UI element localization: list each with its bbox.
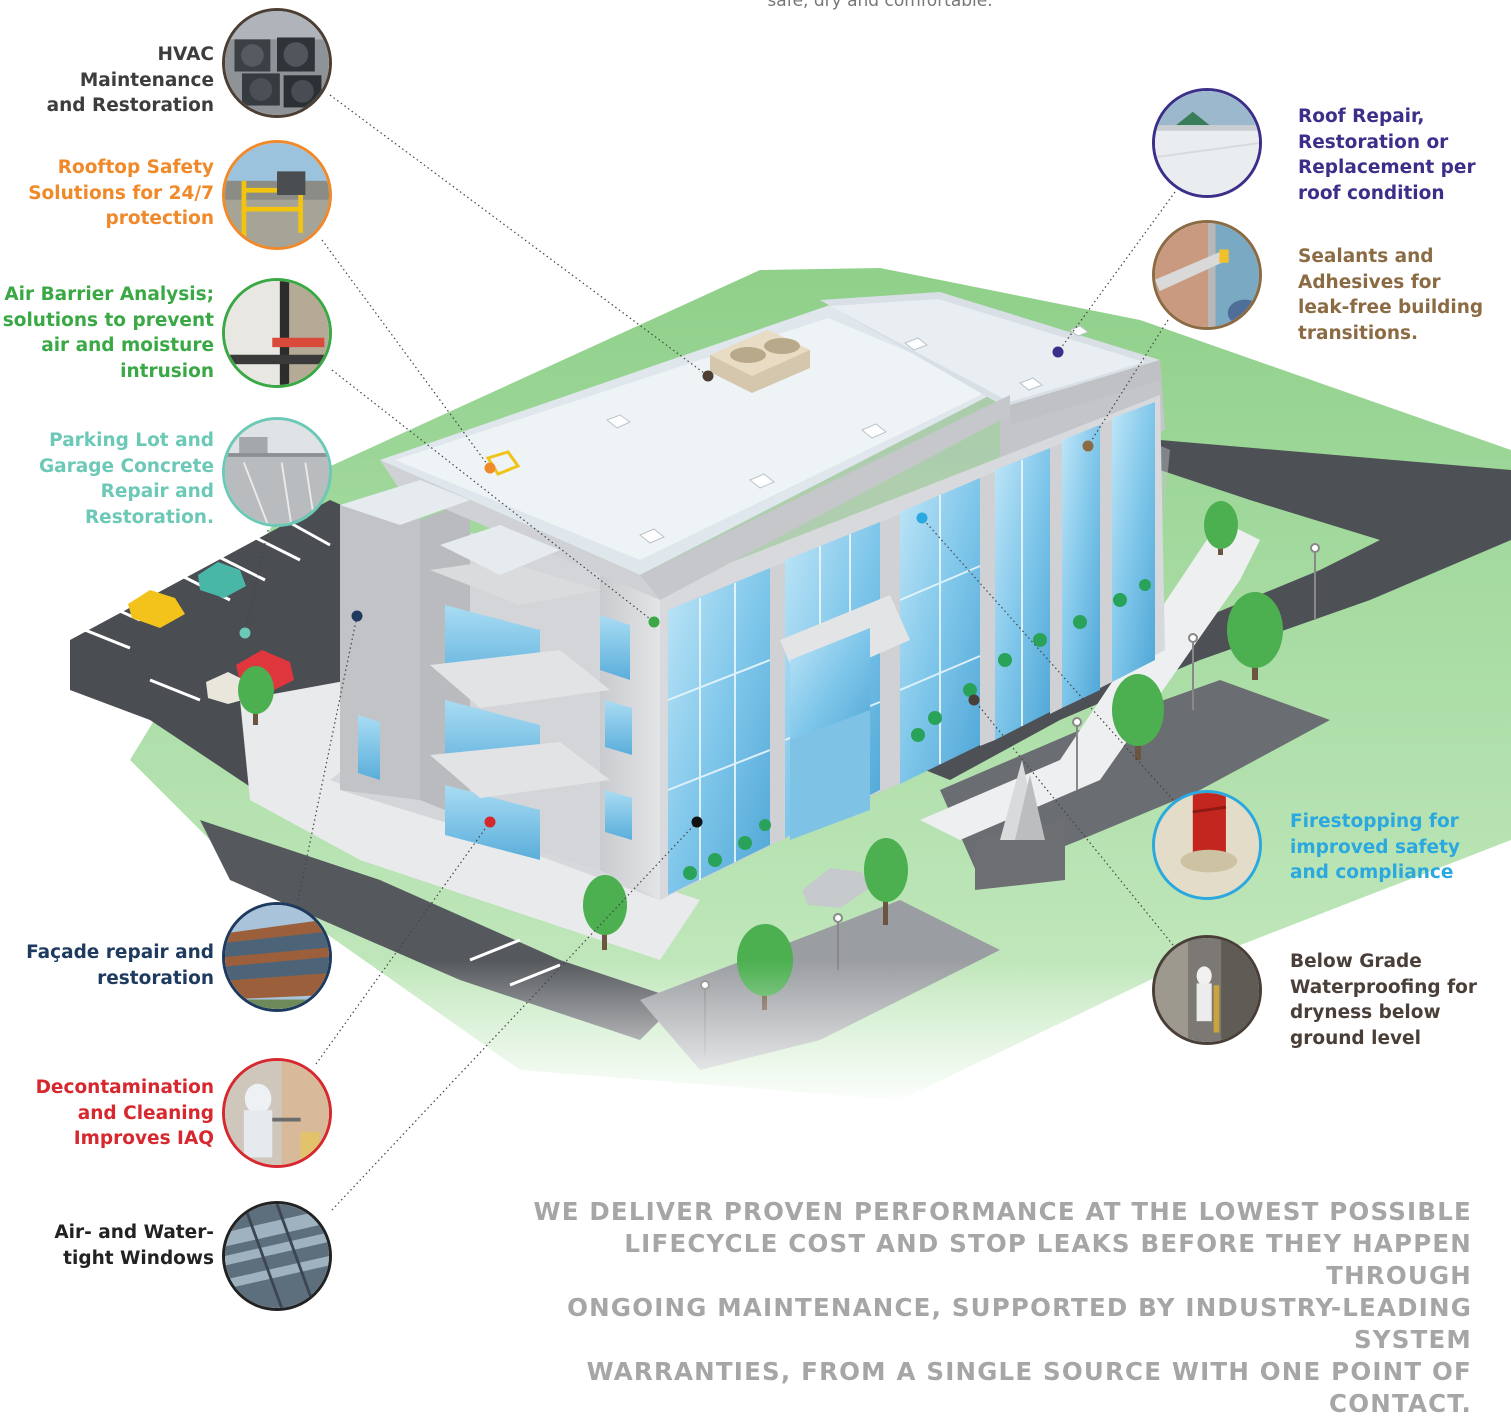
- cleaning-worker-photo-icon: [222, 1058, 332, 1168]
- hvac-units-photo-icon: [222, 8, 332, 118]
- dot-parking: [239, 627, 251, 639]
- plaza-sculpture: [975, 760, 1065, 890]
- label-decontamination: Decontamination and Cleaning Improves IA…: [35, 1077, 214, 1149]
- dot-decontamination: [484, 816, 496, 828]
- label-roof-repair: Roof Repair, Restoration or Replacement …: [1298, 106, 1476, 204]
- dot-hvac: [702, 370, 714, 382]
- main-building: [340, 292, 1165, 900]
- label-hvac: HVAC Maintenance and Restoration: [46, 44, 214, 116]
- building-illustration: [70, 94, 1511, 1211]
- label-firestopping: Firestopping for improved safety and com…: [1290, 811, 1460, 883]
- sealant-gun-photo-icon: [1152, 220, 1262, 330]
- dot-roof-repair: [1052, 346, 1064, 358]
- dot-windows: [691, 816, 703, 828]
- dot-rooftop-safety: [484, 462, 496, 474]
- label-rooftop-safety: Rooftop Safety Solutions for 24/7 protec…: [28, 157, 214, 229]
- dot-air-barrier: [648, 616, 660, 628]
- building-facade-photo-icon: [222, 902, 332, 1012]
- footer-statement: WE DELIVER PROVEN PERFORMANCE AT THE LOW…: [533, 1197, 1472, 1418]
- dot-sealants: [1082, 440, 1094, 452]
- parking-deck-photo-icon: [222, 417, 332, 527]
- basement-worker-photo-icon: [1152, 935, 1262, 1045]
- dot-firestopping: [916, 512, 928, 524]
- label-below-grade: Below Grade Waterproofing for dryness be…: [1290, 951, 1477, 1049]
- ground-fade: [200, 960, 1200, 1110]
- dot-facade: [351, 610, 363, 622]
- firestop-pipe-photo-icon: [1152, 790, 1262, 900]
- callout-dots: [239, 346, 1094, 828]
- label-sealants: Sealants and Adhesives for leak-free bui…: [1298, 246, 1484, 344]
- dot-below-grade: [968, 694, 980, 706]
- label-air-barrier: Air Barrier Analysis; solutions to preve…: [2, 284, 214, 382]
- label-windows: Air- and Water- tight Windows: [54, 1222, 214, 1269]
- intro-text-tail: safe, dry and comfortable.: [767, 0, 993, 11]
- window-panels-photo-icon: [222, 1201, 332, 1311]
- leader-lines: [244, 94, 1176, 1211]
- label-parking: Parking Lot and Garage Concrete Repair a…: [39, 430, 214, 528]
- white-roof-photo-icon: [1152, 88, 1262, 198]
- rooftop-guardrail-photo-icon: [222, 140, 332, 250]
- window-sealant-photo-icon: [222, 278, 332, 388]
- label-facade: Façade repair and restoration: [26, 942, 214, 989]
